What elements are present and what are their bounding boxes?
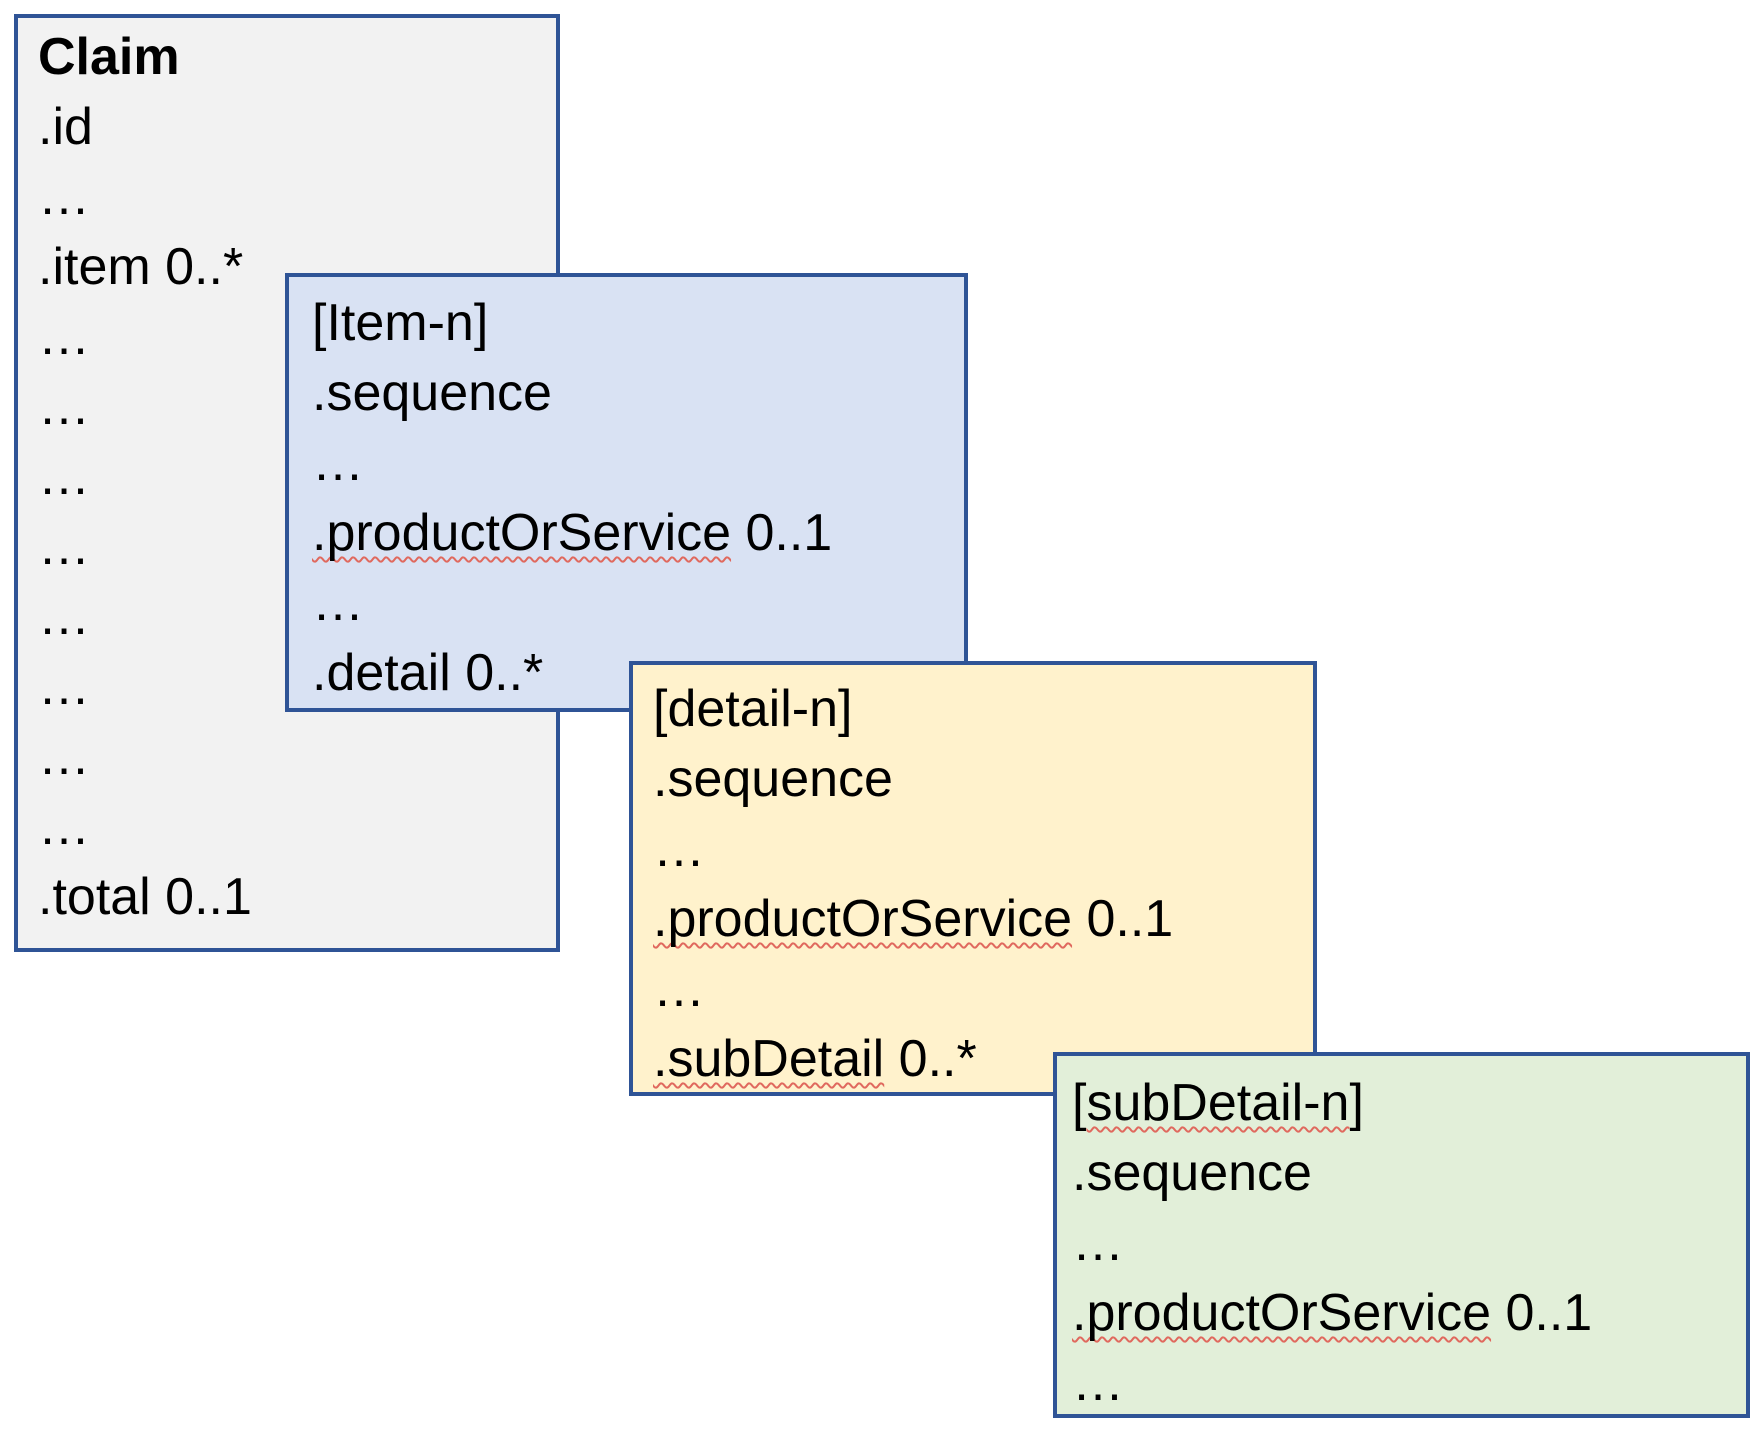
claim-field-item: .item 0..* (38, 238, 244, 296)
ellipsis-line: … (38, 798, 90, 856)
subdetail-field-productorservice: .productOrService 0..1 (1072, 1278, 1736, 1348)
ellipsis-line: … (38, 448, 90, 506)
claim-field-total: .total 0..1 (38, 868, 252, 926)
detail-field-productorservice: .productOrService 0..1 (653, 884, 1303, 954)
ellipsis-line: … (38, 588, 90, 646)
misspelled-word: .productOrService (653, 890, 1073, 948)
cardinality-suffix: 0..1 (1491, 1284, 1593, 1342)
ellipsis-line: … (653, 960, 705, 1018)
subdetail-field-sequence: .sequence (1072, 1144, 1312, 1202)
misspelled-word: subDetail-n (1086, 1074, 1350, 1132)
ellipsis-line: … (38, 308, 90, 366)
claim-title: Claim (38, 28, 180, 86)
item-box: [Item-n] .sequence … .productOrService 0… (285, 273, 968, 712)
ellipsis-line: … (38, 728, 90, 786)
item-field-detail: .detail 0..* (312, 644, 544, 702)
ellipsis-line: … (38, 168, 90, 226)
detail-header: [detail-n] (653, 680, 853, 738)
cardinality-suffix: 0..1 (731, 504, 833, 562)
item-field-sequence: .sequence (312, 364, 552, 422)
ellipsis-line: … (653, 820, 705, 878)
cardinality-suffix: 0..1 (1072, 890, 1174, 948)
ellipsis-line: … (38, 658, 90, 716)
ellipsis-line: … (1072, 1214, 1124, 1272)
ellipsis-line: … (312, 434, 364, 492)
misspelled-word: .productOrService (312, 504, 732, 562)
detail-field-subdetail: .subDetail 0..* (653, 1024, 1303, 1094)
claim-field-id: .id (38, 98, 93, 156)
bracket-open: [ (1072, 1074, 1087, 1132)
cardinality-suffix: 0..* (884, 1030, 977, 1088)
ellipsis-line: … (312, 574, 364, 632)
ellipsis-line: … (38, 518, 90, 576)
subdetail-header: [subDetail-n] (1072, 1068, 1736, 1138)
detail-box: [detail-n] .sequence … .productOrService… (629, 661, 1317, 1096)
bracket-close: ] (1349, 1074, 1364, 1132)
subdetail-box: [subDetail-n] .sequence … .productOrServ… (1053, 1052, 1750, 1418)
detail-field-sequence: .sequence (653, 750, 893, 808)
ellipsis-line: … (1072, 1354, 1124, 1412)
ellipsis-line: … (38, 378, 90, 436)
item-header: [Item-n] (312, 294, 489, 352)
item-field-productorservice: .productOrService 0..1 (312, 498, 954, 568)
misspelled-word: .productOrService (1072, 1284, 1492, 1342)
misspelled-word: .subDetail (653, 1030, 885, 1088)
